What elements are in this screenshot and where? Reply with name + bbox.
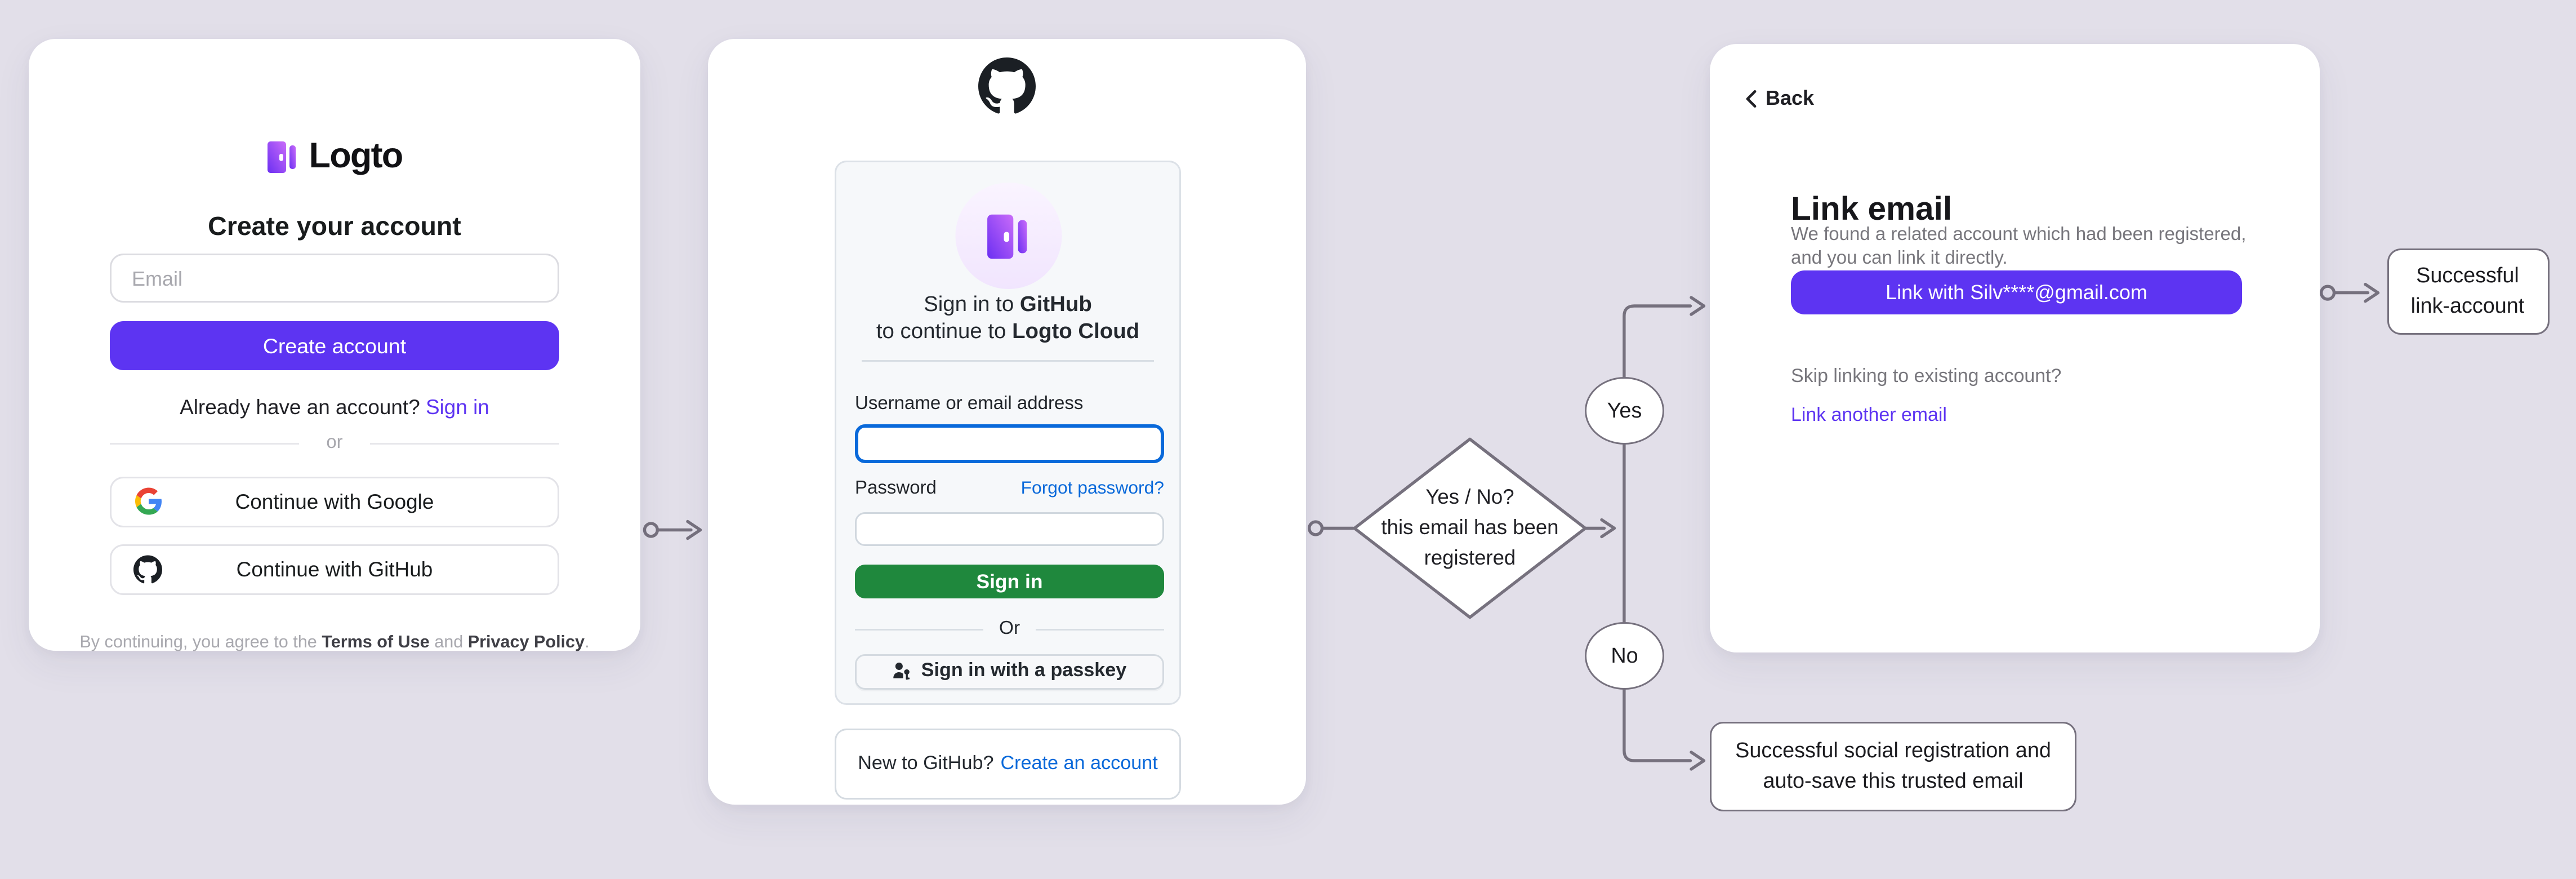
passkey-button-label: Sign in with a passkey: [921, 661, 1127, 682]
github-button-label: Continue with GitHub: [236, 557, 433, 581]
divider-line: [855, 628, 984, 630]
connector-start-dot: [643, 522, 659, 538]
connector-start-dot: [2319, 285, 2336, 301]
branch-yes-label: Yes: [1607, 399, 1642, 423]
continue-target-text: Logto Cloud: [1012, 317, 1140, 343]
signin-to-text: Sign in to: [924, 291, 1014, 316]
divider-line: [369, 442, 559, 444]
continue-to-text: to continue to: [876, 317, 1006, 343]
signin-prompt-row: Already have an account? Sign in: [29, 396, 640, 419]
arrowhead-icon: [1600, 518, 1616, 539]
link-email-title: Link email: [1791, 191, 1953, 229]
forgot-password-link[interactable]: Forgot password?: [1020, 477, 1164, 498]
continue-with-github-button[interactable]: Continue with GitHub: [110, 544, 559, 594]
divider-line: [110, 442, 300, 444]
brand-name: Logto: [309, 137, 404, 176]
arrowhead-icon: [1690, 296, 1706, 316]
create-an-account-link[interactable]: Create an account: [1000, 754, 1158, 774]
link-another-email-link[interactable]: Link another email: [1791, 406, 1947, 426]
link-with-email-button[interactable]: Link with Silv****@gmail.com: [1791, 270, 2242, 314]
back-button[interactable]: Back: [1745, 86, 1814, 110]
continue-with-google-button[interactable]: Continue with Google: [110, 477, 559, 527]
back-label: Back: [1766, 86, 1815, 110]
decision-condition: this email has been registered: [1381, 516, 1559, 570]
signin-prompt: Already have an account?: [180, 396, 420, 419]
divider-label: Or: [999, 619, 1020, 639]
terms-text: By continuing, you agree to the Terms of…: [46, 634, 623, 652]
passkey-icon: [893, 663, 910, 681]
google-icon: [133, 487, 162, 516]
github-logo-icon: [978, 57, 1036, 123]
panel-divider: [862, 360, 1154, 362]
signin-link[interactable]: Sign in: [426, 396, 489, 419]
outcome-social-registration: Successful social registration and auto-…: [1710, 722, 2076, 811]
terms-suffix: .: [585, 634, 590, 652]
terms-conjunction: and: [434, 634, 463, 652]
logto-signup-card: Logto Create your account Create account…: [29, 39, 640, 652]
outcome-link-account-label: Successful link-account: [2410, 264, 2525, 317]
username-label: Username or email address: [855, 393, 1084, 414]
arrowhead-icon: [1690, 751, 1706, 771]
link-email-description: We found a related account which had bee…: [1791, 225, 2247, 269]
skip-question: Skip linking to existing account?: [1791, 367, 2062, 387]
terms-prefix: By continuing, you agree to the: [79, 634, 317, 652]
github-login-panel: Sign in to GitHub to continue to Logto C…: [835, 161, 1181, 705]
decision-label: Yes / No? this email has been registered: [1343, 482, 1597, 573]
github-icon: [133, 554, 162, 584]
github-signin-card: Sign in to GitHub to continue to Logto C…: [708, 39, 1306, 805]
divider-label: or: [326, 433, 343, 453]
arrowhead-icon: [686, 520, 702, 540]
logto-door-icon: [987, 214, 1027, 258]
create-account-button[interactable]: Create account: [110, 321, 559, 370]
terms-of-use-link[interactable]: Terms of Use: [322, 634, 430, 652]
privacy-policy-link[interactable]: Privacy Policy: [467, 634, 585, 652]
outcome-social-registration-label: Successful social registration and auto-…: [1735, 739, 2051, 792]
github-footer-box: New to GitHub? Create an account: [835, 729, 1181, 800]
logto-app-badge: [955, 183, 1061, 289]
logto-door-icon: [267, 141, 296, 173]
outcome-link-account: Successful link-account: [2386, 248, 2549, 335]
or-divider: or: [110, 433, 559, 453]
github-signin-heading: Sign in to GitHub to continue to Logto C…: [836, 291, 1179, 344]
connector-start-dot: [1307, 520, 1324, 536]
password-input[interactable]: [855, 512, 1164, 546]
decision-question: Yes / No?: [1425, 485, 1514, 509]
branch-no-label: No: [1611, 643, 1638, 667]
arrowhead-icon: [2364, 282, 2380, 303]
passkey-signin-button[interactable]: Sign in with a passkey: [855, 654, 1164, 689]
username-input[interactable]: [855, 424, 1164, 463]
github-or-divider: Or: [855, 619, 1164, 639]
divider-line: [1035, 628, 1164, 630]
branch-node-no: No: [1585, 621, 1664, 689]
new-to-github-text: New to GitHub?: [858, 754, 994, 774]
google-button-label: Continue with Google: [235, 490, 434, 514]
page-title: Create your account: [208, 214, 461, 243]
branch-node-yes: Yes: [1585, 377, 1664, 445]
logto-logo: Logto: [29, 137, 640, 177]
signin-target-text: GitHub: [1019, 291, 1092, 316]
chevron-left-icon: [1746, 89, 1757, 107]
github-signin-button[interactable]: Sign in: [855, 563, 1164, 598]
email-field[interactable]: [110, 254, 559, 303]
link-email-card: Back Link email We found a related accou…: [1710, 44, 2320, 652]
password-label: Password: [855, 477, 937, 498]
password-label-row: Password Forgot password?: [855, 478, 1164, 498]
